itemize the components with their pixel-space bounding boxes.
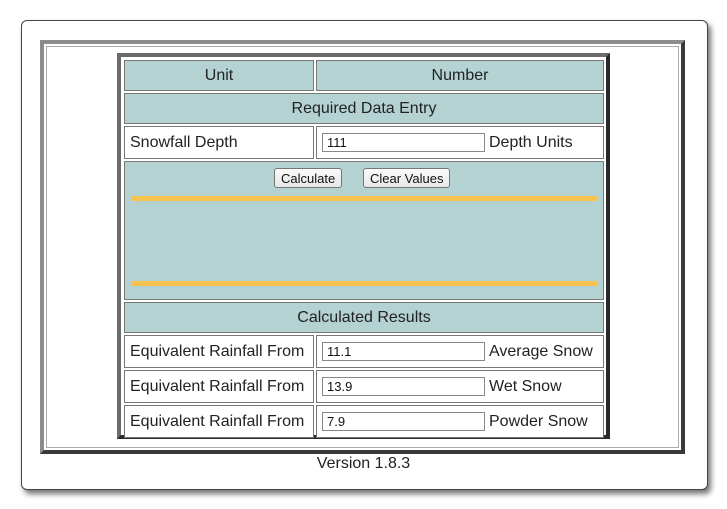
version-text: Version 1.8.3	[316, 455, 411, 472]
result-label-powder: Equivalent Rainfall From	[124, 405, 314, 438]
calculator-table: Unit Number Required Data Entry Snowfall…	[117, 53, 610, 439]
result-cell-powder: Powder Snow	[316, 405, 604, 438]
powder-snow-label: Powder Snow	[489, 412, 588, 430]
average-snow-output[interactable]	[322, 342, 485, 361]
section-results: Calculated Results	[124, 302, 604, 333]
result-cell-average: Average Snow	[316, 335, 604, 368]
action-panel: Calculate Clear Values	[124, 161, 604, 300]
result-label-average: Equivalent Rainfall From	[124, 335, 314, 368]
bottom-divider-line	[131, 281, 597, 286]
snowfall-depth-input[interactable]	[322, 133, 485, 152]
clear-values-button[interactable]: Clear Values	[363, 168, 451, 188]
calculate-button[interactable]: Calculate	[274, 168, 343, 188]
wet-snow-output[interactable]	[322, 377, 485, 396]
header-number: Number	[316, 60, 604, 91]
snowfall-depth-cell: Depth Units	[316, 126, 604, 159]
snowfall-depth-label: Snowfall Depth	[124, 126, 314, 159]
depth-units-label: Depth Units	[489, 133, 573, 151]
powder-snow-output[interactable]	[322, 412, 485, 431]
header-unit: Unit	[124, 60, 314, 91]
result-label-wet: Equivalent Rainfall From	[124, 370, 314, 403]
wet-snow-label: Wet Snow	[489, 377, 562, 395]
section-data-entry: Required Data Entry	[124, 93, 604, 124]
top-divider-line	[131, 196, 597, 201]
inner-frame	[46, 46, 679, 448]
result-cell-wet: Wet Snow	[316, 370, 604, 403]
average-snow-label: Average Snow	[489, 342, 593, 360]
